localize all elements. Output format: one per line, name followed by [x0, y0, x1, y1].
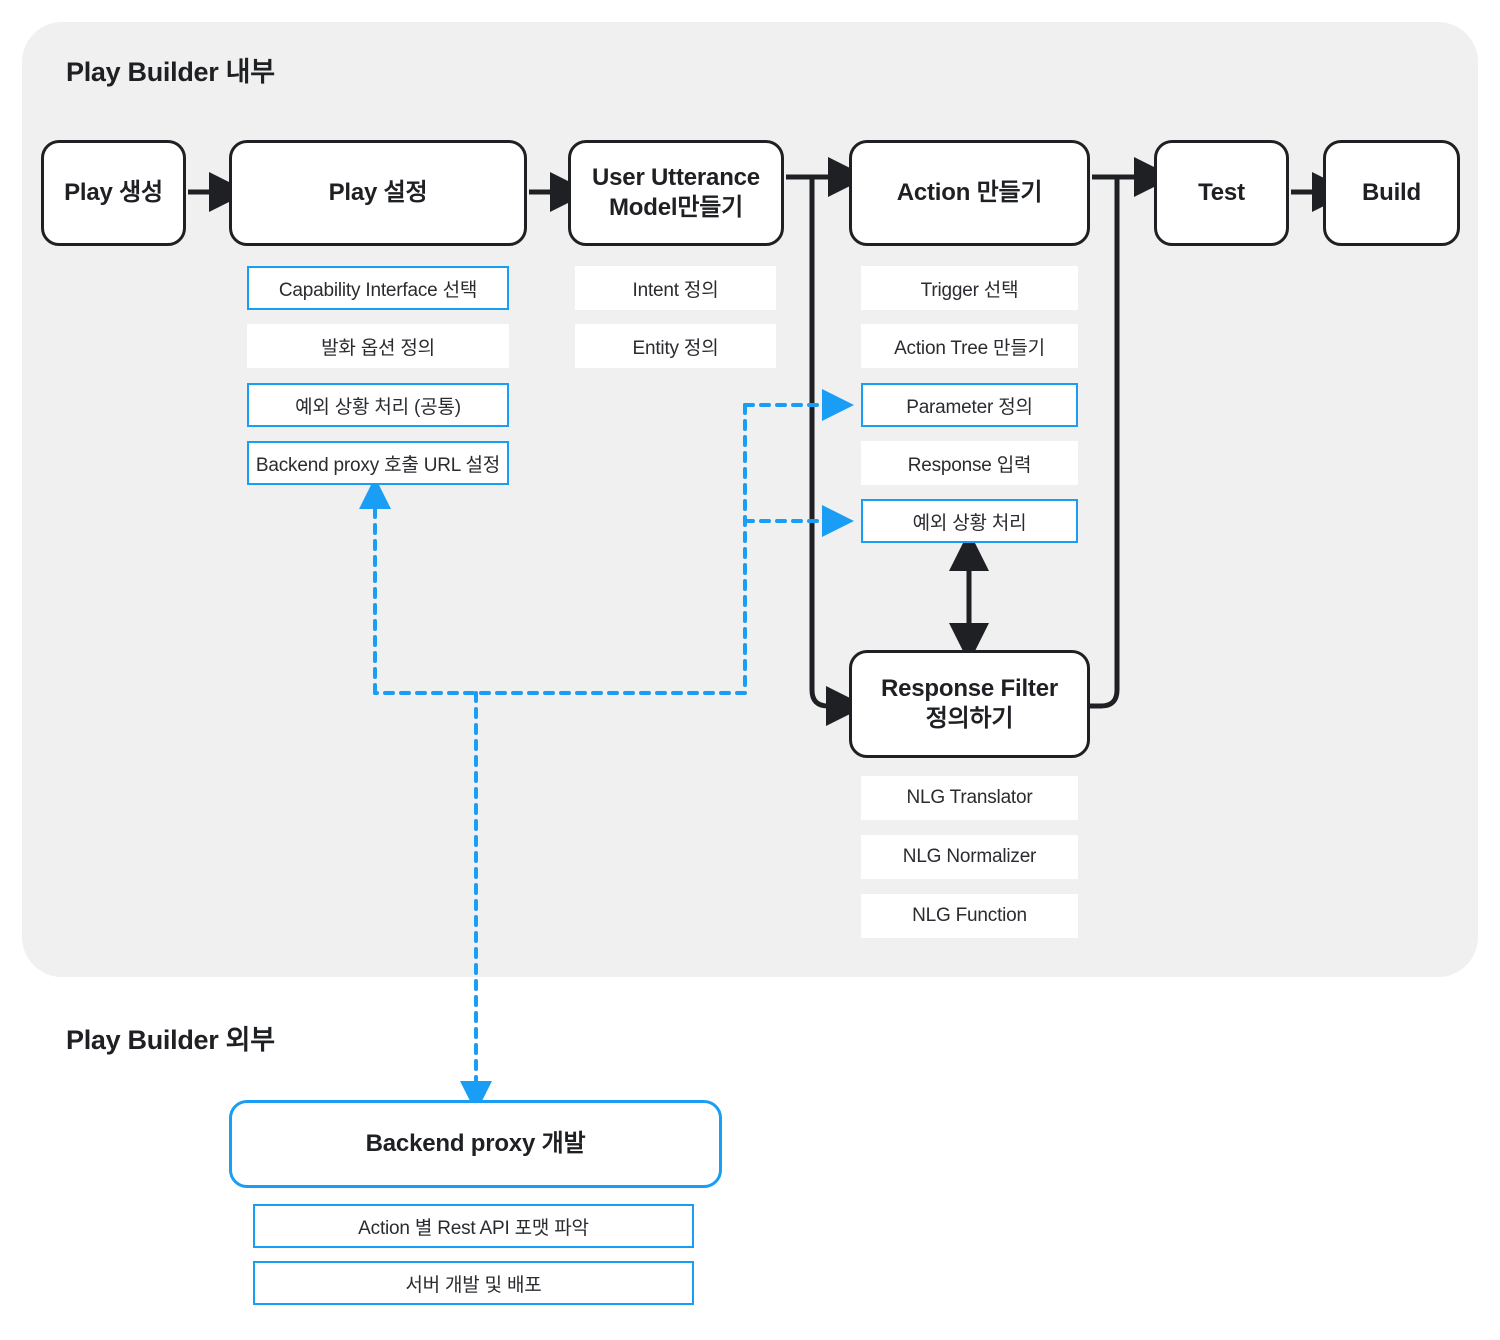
chip-action-create-2[interactable]: Parameter 정의 [861, 383, 1078, 427]
chip-utterance-model-1[interactable]: Entity 정의 [575, 324, 776, 368]
node-test-label: Test [1198, 179, 1245, 206]
chip-play-setting-2[interactable]: 예외 상황 처리 (공통) [247, 383, 509, 427]
section-title-internal: Play Builder 내부 [66, 57, 275, 87]
chip-response-filter-0[interactable]: NLG Translator [861, 776, 1078, 820]
chip-utterance-model-0[interactable]: Intent 정의 [575, 266, 776, 310]
section-title-external: Play Builder 외부 [66, 1025, 275, 1055]
chip-play-setting-3[interactable]: Backend proxy 호출 URL 설정 [247, 441, 509, 485]
chip-action-create-3[interactable]: Response 입력 [861, 441, 1078, 485]
chip-backend-proxy-1[interactable]: 서버 개발 및 배포 [253, 1261, 694, 1305]
chip-label: Capability Interface 선택 [278, 279, 478, 301]
chip-play-setting-1[interactable]: 발화 옵션 정의 [247, 324, 509, 368]
chip-label: Intent 정의 [632, 279, 719, 301]
chip-label: 서버 개발 및 배포 [405, 1274, 542, 1296]
chip-backend-proxy-0[interactable]: Action 별 Rest API 포맷 파악 [253, 1204, 694, 1248]
chip-action-create-0[interactable]: Trigger 선택 [861, 266, 1078, 310]
chip-label: Backend proxy 호출 URL 설정 [255, 454, 501, 476]
chip-label: Parameter 정의 [906, 396, 1033, 418]
chip-label: 예외 상황 처리 (공통) [295, 396, 461, 418]
node-action-create-label: Action 만들기 [896, 179, 1043, 206]
chip-label: Response 입력 [907, 454, 1032, 476]
node-utterance-model[interactable]: User Utterance Model만들기 [568, 140, 784, 246]
node-play-create-label: Play 생성 [64, 179, 163, 206]
chip-response-filter-1[interactable]: NLG Normalizer [861, 835, 1078, 879]
node-response-filter-label-line2: 정의하기 [925, 705, 1014, 732]
node-response-filter[interactable]: Response Filter 정의하기 [849, 650, 1090, 758]
node-build-label: Build [1362, 179, 1421, 206]
chip-label: Trigger 선택 [920, 279, 1019, 301]
node-backend-proxy[interactable]: Backend proxy 개발 [229, 1100, 722, 1188]
chip-action-create-4[interactable]: 예외 상황 처리 [861, 499, 1078, 543]
chip-response-filter-2[interactable]: NLG Function [861, 894, 1078, 938]
chip-label: Action 별 Rest API 포맷 파악 [358, 1217, 589, 1239]
node-test[interactable]: Test [1154, 140, 1289, 246]
chip-label: Action Tree 만들기 [894, 337, 1045, 359]
node-utterance-model-label-line2: Model만들기 [609, 194, 743, 221]
chip-label: NLG Function [912, 905, 1027, 926]
chip-action-create-1[interactable]: Action Tree 만들기 [861, 324, 1078, 368]
node-play-create[interactable]: Play 생성 [41, 140, 186, 246]
node-action-create[interactable]: Action 만들기 [849, 140, 1090, 246]
chip-label: Entity 정의 [632, 337, 719, 359]
node-utterance-model-label-line1: User Utterance [592, 164, 760, 191]
chip-label: NLG Translator [906, 787, 1033, 808]
chip-label: NLG Normalizer [902, 846, 1037, 867]
chip-play-setting-0[interactable]: Capability Interface 선택 [247, 266, 509, 310]
node-response-filter-label-line1: Response Filter [880, 675, 1059, 702]
node-backend-proxy-label: Backend proxy 개발 [365, 1130, 586, 1157]
node-play-setting[interactable]: Play 설정 [229, 140, 527, 246]
chip-label: 발화 옵션 정의 [321, 337, 435, 359]
node-build[interactable]: Build [1323, 140, 1460, 246]
chip-label: 예외 상황 처리 [912, 512, 1027, 534]
node-play-setting-label: Play 설정 [328, 179, 428, 206]
